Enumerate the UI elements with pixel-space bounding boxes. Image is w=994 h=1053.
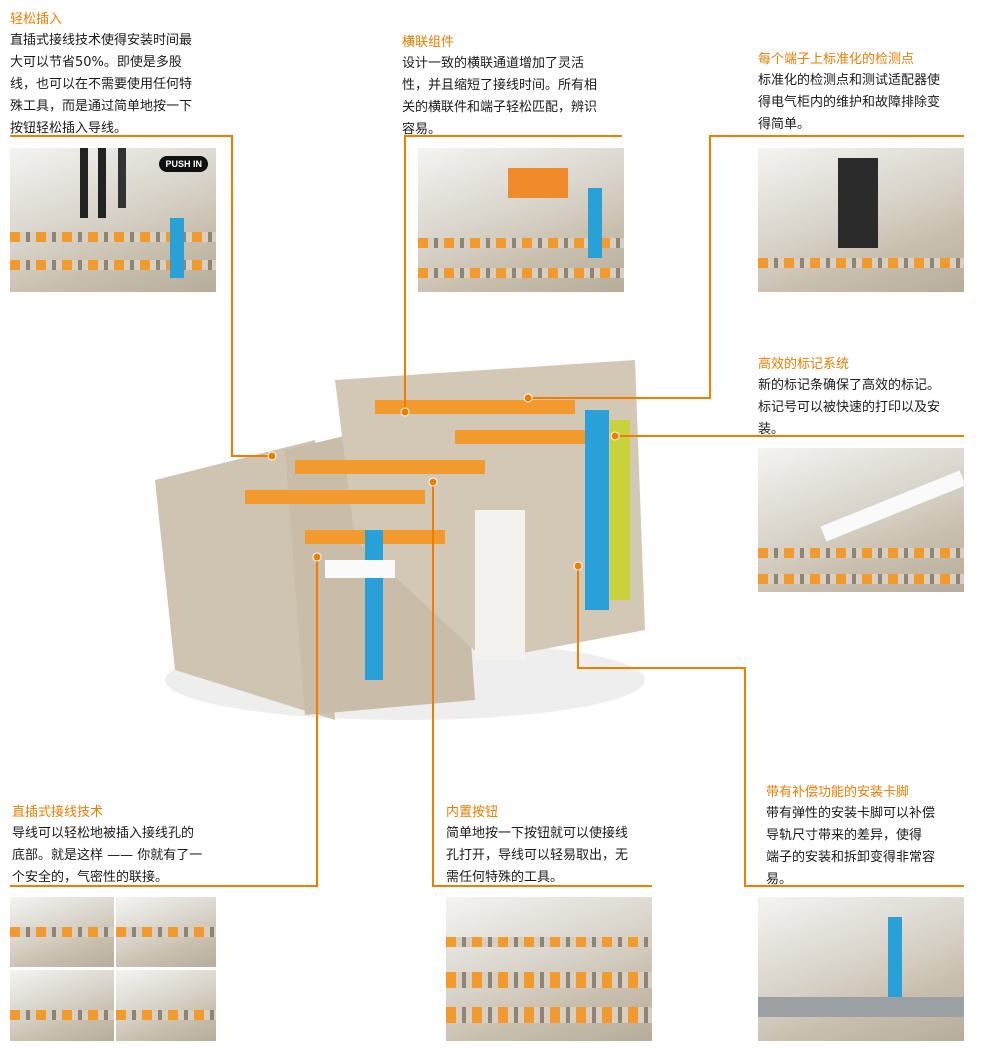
feature-text: 需任何特殊的工具。: [446, 870, 564, 885]
feature-text: 底部。就是这样 —— 你就有了一: [12, 848, 203, 863]
feature-title: 直插式接线技术: [12, 805, 104, 820]
feature-text: 个安全的，气密性的联接。: [12, 870, 169, 885]
feature-cross-connection: 横联组件 设计一致的横联通道增加了灵活 性，并且缩短了接线时间。所有相 关的横联…: [402, 33, 627, 141]
feature-text: 按钮轻松插入导线。: [10, 121, 128, 136]
feature-text: 导线可以轻松地被插入接线孔的: [12, 826, 195, 841]
feature-text: 得简单。: [758, 117, 811, 132]
feature-title: 内置按钮: [446, 805, 499, 820]
feature-text: 直插式接线技术使得安装时间最: [10, 33, 193, 48]
photo-marking-strip: [758, 448, 964, 592]
feature-text: 设计一致的横联通道增加了灵活: [402, 56, 585, 71]
photo-test-adapter: [758, 148, 964, 292]
feature-text: 大可以节省50%。即使是多股: [10, 55, 182, 70]
feature-text: 装。: [758, 422, 785, 437]
feature-text: 得电气柜内的维护和故障排除变: [758, 95, 941, 110]
feature-text: 孔打开，导线可以轻易取出，无: [446, 848, 629, 863]
push-in-logo: PUSH IN: [159, 156, 208, 172]
terminal-block-product-image: [155, 340, 650, 720]
feature-pusher: 内置按钮 简单地按一下按钮就可以使接线 孔打开，导线可以轻易取出，无 需任何特殊…: [446, 803, 661, 889]
feature-text: 新的标记条确保了高效的标记。: [758, 378, 941, 393]
photo-pusher: [446, 897, 652, 1041]
feature-title: 高效的标记系统: [758, 357, 850, 372]
photo-mounting-foot: [758, 897, 964, 1041]
photo-push-in-wires: PUSH IN: [10, 148, 216, 292]
feature-title: 带有补偿功能的安装卡脚: [766, 785, 910, 800]
feature-text: 关的横联件和端子轻松匹配，辨识: [402, 100, 598, 115]
feature-marking: 高效的标记系统 新的标记条确保了高效的标记。 标记号可以被快速的打印以及安 装。: [758, 355, 973, 441]
feature-text: 殊工具，而是通过简单地按一下: [10, 99, 193, 114]
feature-mounting-foot: 带有补偿功能的安装卡脚 带有弹性的安装卡脚可以补偿 导轨尺寸带来的差异，使得 端…: [766, 783, 981, 891]
feature-text: 简单地按一下按钮就可以使接线: [446, 826, 629, 841]
photo-step-1: [10, 897, 114, 967]
feature-text: 导轨尺寸带来的差异，使得: [766, 828, 923, 843]
feature-text: 易。: [766, 872, 793, 887]
feature-text: 标准化的检测点和测试适配器使: [758, 73, 941, 88]
feature-text: 标记号可以被快速的打印以及安: [758, 400, 941, 415]
photo-step-2: [116, 897, 216, 967]
feature-text: 带有弹性的安装卡脚可以补偿: [766, 806, 936, 821]
feature-push-in: 轻松插入 直插式接线技术使得安装时间最 大可以节省50%。即使是多股 线，也可以…: [10, 10, 225, 140]
feature-test-point: 每个端子上标准化的检测点 标准化的检测点和测试适配器使 得电气柜内的维护和故障排…: [758, 50, 973, 136]
photo-step-3: [10, 970, 114, 1041]
feature-direct-connection: 直插式接线技术 导线可以轻松地被插入接线孔的 底部。就是这样 —— 你就有了一 …: [12, 803, 227, 889]
feature-text: 端子的安装和拆卸变得非常容: [766, 850, 936, 865]
feature-title: 轻松插入: [10, 12, 63, 27]
feature-title: 每个端子上标准化的检测点: [758, 52, 915, 67]
photo-step-4: [116, 970, 216, 1041]
feature-text: 线，也可以在不需要使用任何特: [10, 77, 193, 92]
feature-title: 横联组件: [402, 35, 455, 50]
photo-cross-connector: [418, 148, 624, 292]
feature-text: 容易。: [402, 122, 442, 137]
feature-text: 性，并且缩短了接线时间。所有相: [402, 78, 598, 93]
